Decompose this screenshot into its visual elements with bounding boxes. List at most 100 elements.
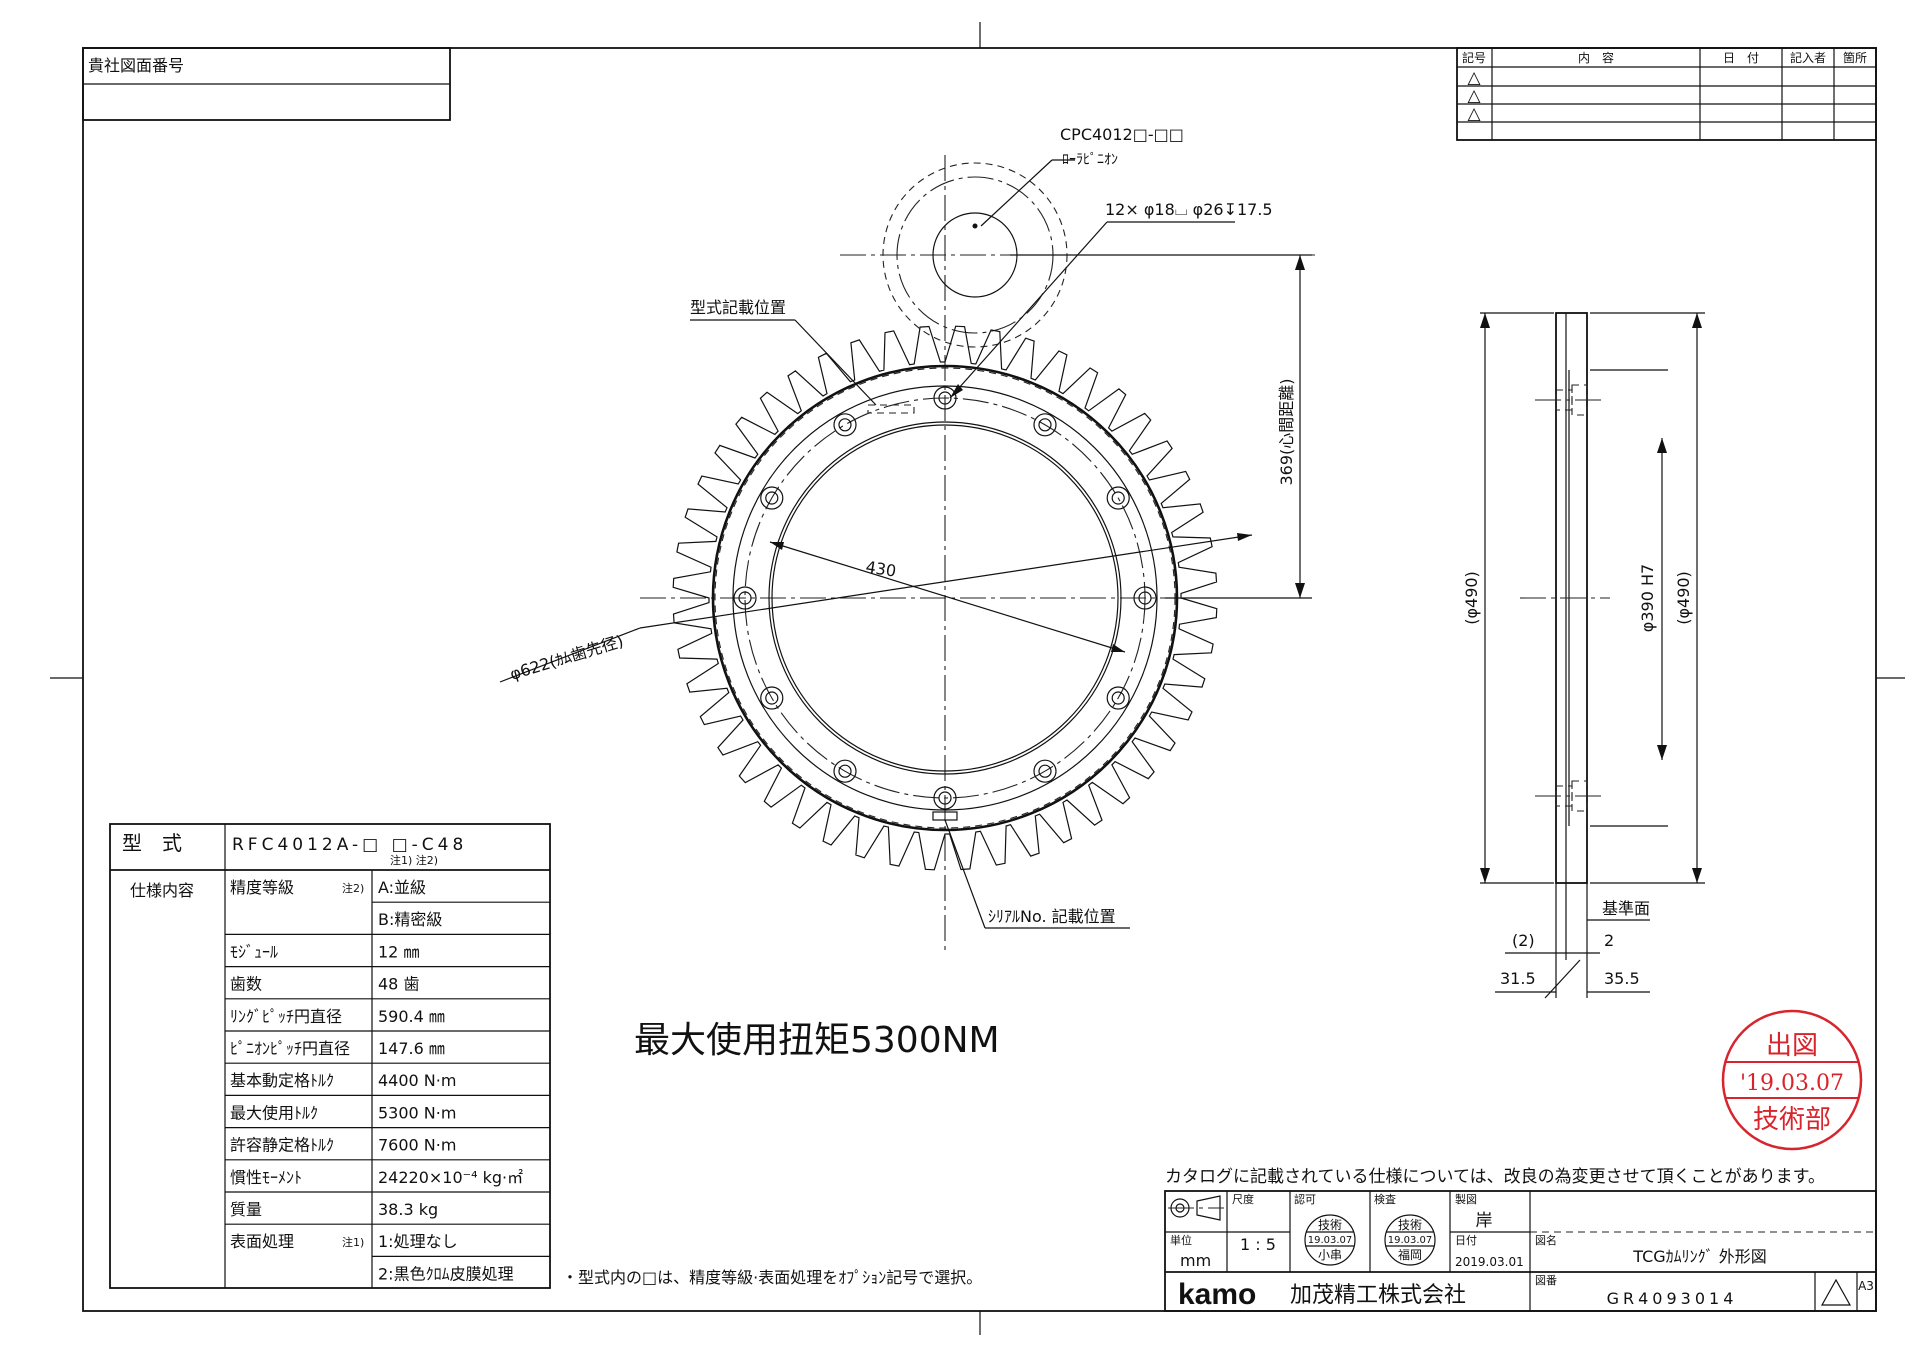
bolt-hole-inner [938,391,952,405]
svg-text:福岡: 福岡 [1398,1247,1422,1262]
spec-row-value: 1:処理なし [378,1232,458,1251]
spec-row-value: 147.6 ㎜ [378,1039,445,1058]
model-position-label: 型式記載位置 [690,298,786,317]
title-block: 尺度 1 : 5 単位 mm 認可 検査 製図 岸 日付 2019.03.01 … [1164,1190,1877,1312]
model-notes: 注1) 注2) [390,853,438,867]
spec-row-note: 注2) [342,881,364,895]
side-dia-390: φ390 H7 [1638,564,1657,632]
draft-name: 岸 [1476,1211,1493,1231]
date-value: 2019.03.01 [1455,1255,1524,1269]
max-torque-note: 最大使用扭矩5300NM [634,1020,1000,1061]
front-view-dimensions: CPC4012□-□□ ﾛｰﾗﾋﾟﾆｵﾝ 12× φ18⌴ φ26↧17.5 型… [499,125,1312,929]
rev-header-writer: 記入者 [1790,50,1826,65]
sheet-border [50,22,1905,1335]
pinion-part-number: CPC4012□-□□ [1060,125,1184,144]
svg-text:'19.03.07: '19.03.07 [1740,1071,1844,1096]
drawing-number: GR4093014 [1607,1289,1738,1308]
check-stamp: 技術 19.03.07 福岡 [1384,1214,1436,1266]
bolt-hole-inner [838,764,852,778]
bolt-hole [760,686,784,710]
center-distance-dim: 369(心間距離) [1277,378,1296,485]
bolt-hole-inner [838,418,852,432]
spec-row-name: 質量 [230,1200,262,1219]
bolt-hole-inner [938,791,952,805]
customer-number-box: 貴社図面番号 [82,47,451,121]
side-dia-490-left: (φ490) [1462,571,1481,625]
bolt-hole-inner [1111,491,1125,505]
date-label: 日付 [1455,1234,1477,1247]
company-logo: kamo [1178,1278,1256,1311]
pinion-name: ﾛｰﾗﾋﾟﾆｵﾝ [1062,152,1118,168]
spec-row-name: 基本動定格ﾄﾙｸ [230,1071,334,1090]
spec-row-name: 慣性ﾓｰﾒﾝﾄ [230,1168,302,1187]
spec-row-value: 2:黒色ｸﾛﾑ皮膜処理 [378,1264,514,1283]
spec-row-name: ﾘﾝｸﾞﾋﾟｯﾁ円直径 [230,1007,342,1026]
svg-text:19.03.07: 19.03.07 [1308,1235,1353,1246]
number-label: 図番 [1535,1274,1557,1287]
dia-430-dim: 430 [864,557,897,581]
bolt-hole [1133,586,1157,610]
bolt-hole [1106,686,1130,710]
spec-row-note: 注1) [342,1235,364,1249]
spec-row-value: 7600 N·m [378,1136,456,1155]
draft-label: 製図 [1455,1192,1477,1206]
bolt-hole [933,786,957,810]
spec-row-value: A:並級 [378,878,426,897]
drawing-title: TCGｶﾑﾘﾝｸﾞ 外形図 [1632,1247,1767,1266]
spec-row-name: 最大使用ﾄﾙｸ [230,1103,318,1122]
spec-row-value: 48 歯 [378,975,419,994]
scale-value: 1 : 5 [1240,1235,1276,1254]
svg-text:19.03.07: 19.03.07 [1388,1235,1433,1246]
bolt-hole-inner [1111,691,1125,705]
release-stamp: 出図 '19.03.07 技術部 [1721,1009,1863,1151]
datum-face-label: 基準面 [1602,899,1650,918]
svg-text:技術: 技術 [1318,1218,1342,1232]
rev-header-mark: 記号 [1462,50,1486,65]
unit-label: 単位 [1170,1233,1192,1247]
model-value: RFC4012A-□ □-C48 [232,835,467,855]
bolt-hole-spec: 12× φ18⌴ φ26↧17.5 [1105,200,1273,219]
unit-value: mm [1180,1251,1211,1270]
bolt-hole [733,586,757,610]
spec-row-value: 5300 N·m [378,1103,456,1122]
model-mark-area [867,404,915,414]
cam-ring-gear [672,325,1218,871]
svg-text:技術部: 技術部 [1753,1105,1831,1135]
dia-622-dim: φ622(ｶﾑ歯先径) [508,631,626,684]
rev-header-location: 箇所 [1843,51,1867,65]
bolt-hole-group [733,386,1157,810]
spec-row-value: 38.3 kg [378,1200,438,1219]
spec-row-name: ﾋﾟﾆｵﾝﾋﾟｯﾁ円直径 [230,1039,350,1058]
dim-35-5: 35.5 [1604,969,1640,988]
side-view: (φ490) φ390 H7 (φ490) 基準面 (2) 2 31.5 35.… [1462,312,1705,999]
bolt-hole [833,759,857,783]
company-name: 加茂精工株式会社 [1290,1283,1466,1308]
bolt-hole [933,386,957,410]
model-label: 型 式 [122,831,182,855]
bolt-hole [1033,413,1057,437]
spec-table: 型 式 RFC4012A-□ □-C48 注1) 注2) 仕様内容 精度等級 注2… [109,823,551,1289]
bolt-hole [1106,486,1130,510]
dim-2-paren: (2) [1512,931,1535,950]
dim-31-5: 31.5 [1500,969,1536,988]
bolt-hole-inner [765,691,779,705]
catalog-notice: カタログに記載されている仕様については、改良の為変更させて頂くことがあります。 [1165,1167,1825,1187]
serial-position-label: ｼﾘｱﾙNo. 記載位置 [988,907,1116,926]
spec-label: 仕様内容 [130,881,194,900]
dim-2: 2 [1604,931,1614,950]
rev-row-1-mark: △ [1467,68,1481,88]
spec-footnote: ・型式内の□は、精度等級·表面処理をｵﾌﾟｼｮﾝ記号で選択。 [562,1268,982,1287]
bolt-hole [833,413,857,437]
bolt-hole-inner [1138,591,1152,605]
title-label: 図名 [1535,1233,1557,1247]
rev-header-date: 日 付 [1723,51,1759,65]
svg-text:技術: 技術 [1398,1218,1422,1232]
bolt-hole-inner [1038,764,1052,778]
spec-row-value: 24220×10⁻⁴ kg·㎡ [378,1168,523,1187]
spec-row-name: 精度等級 [230,878,294,897]
bolt-hole-inner [765,491,779,505]
side-dia-490-right: (φ490) [1674,571,1693,625]
bolt-hole-inner [738,591,752,605]
rev-row-3-mark: △ [1467,104,1481,124]
